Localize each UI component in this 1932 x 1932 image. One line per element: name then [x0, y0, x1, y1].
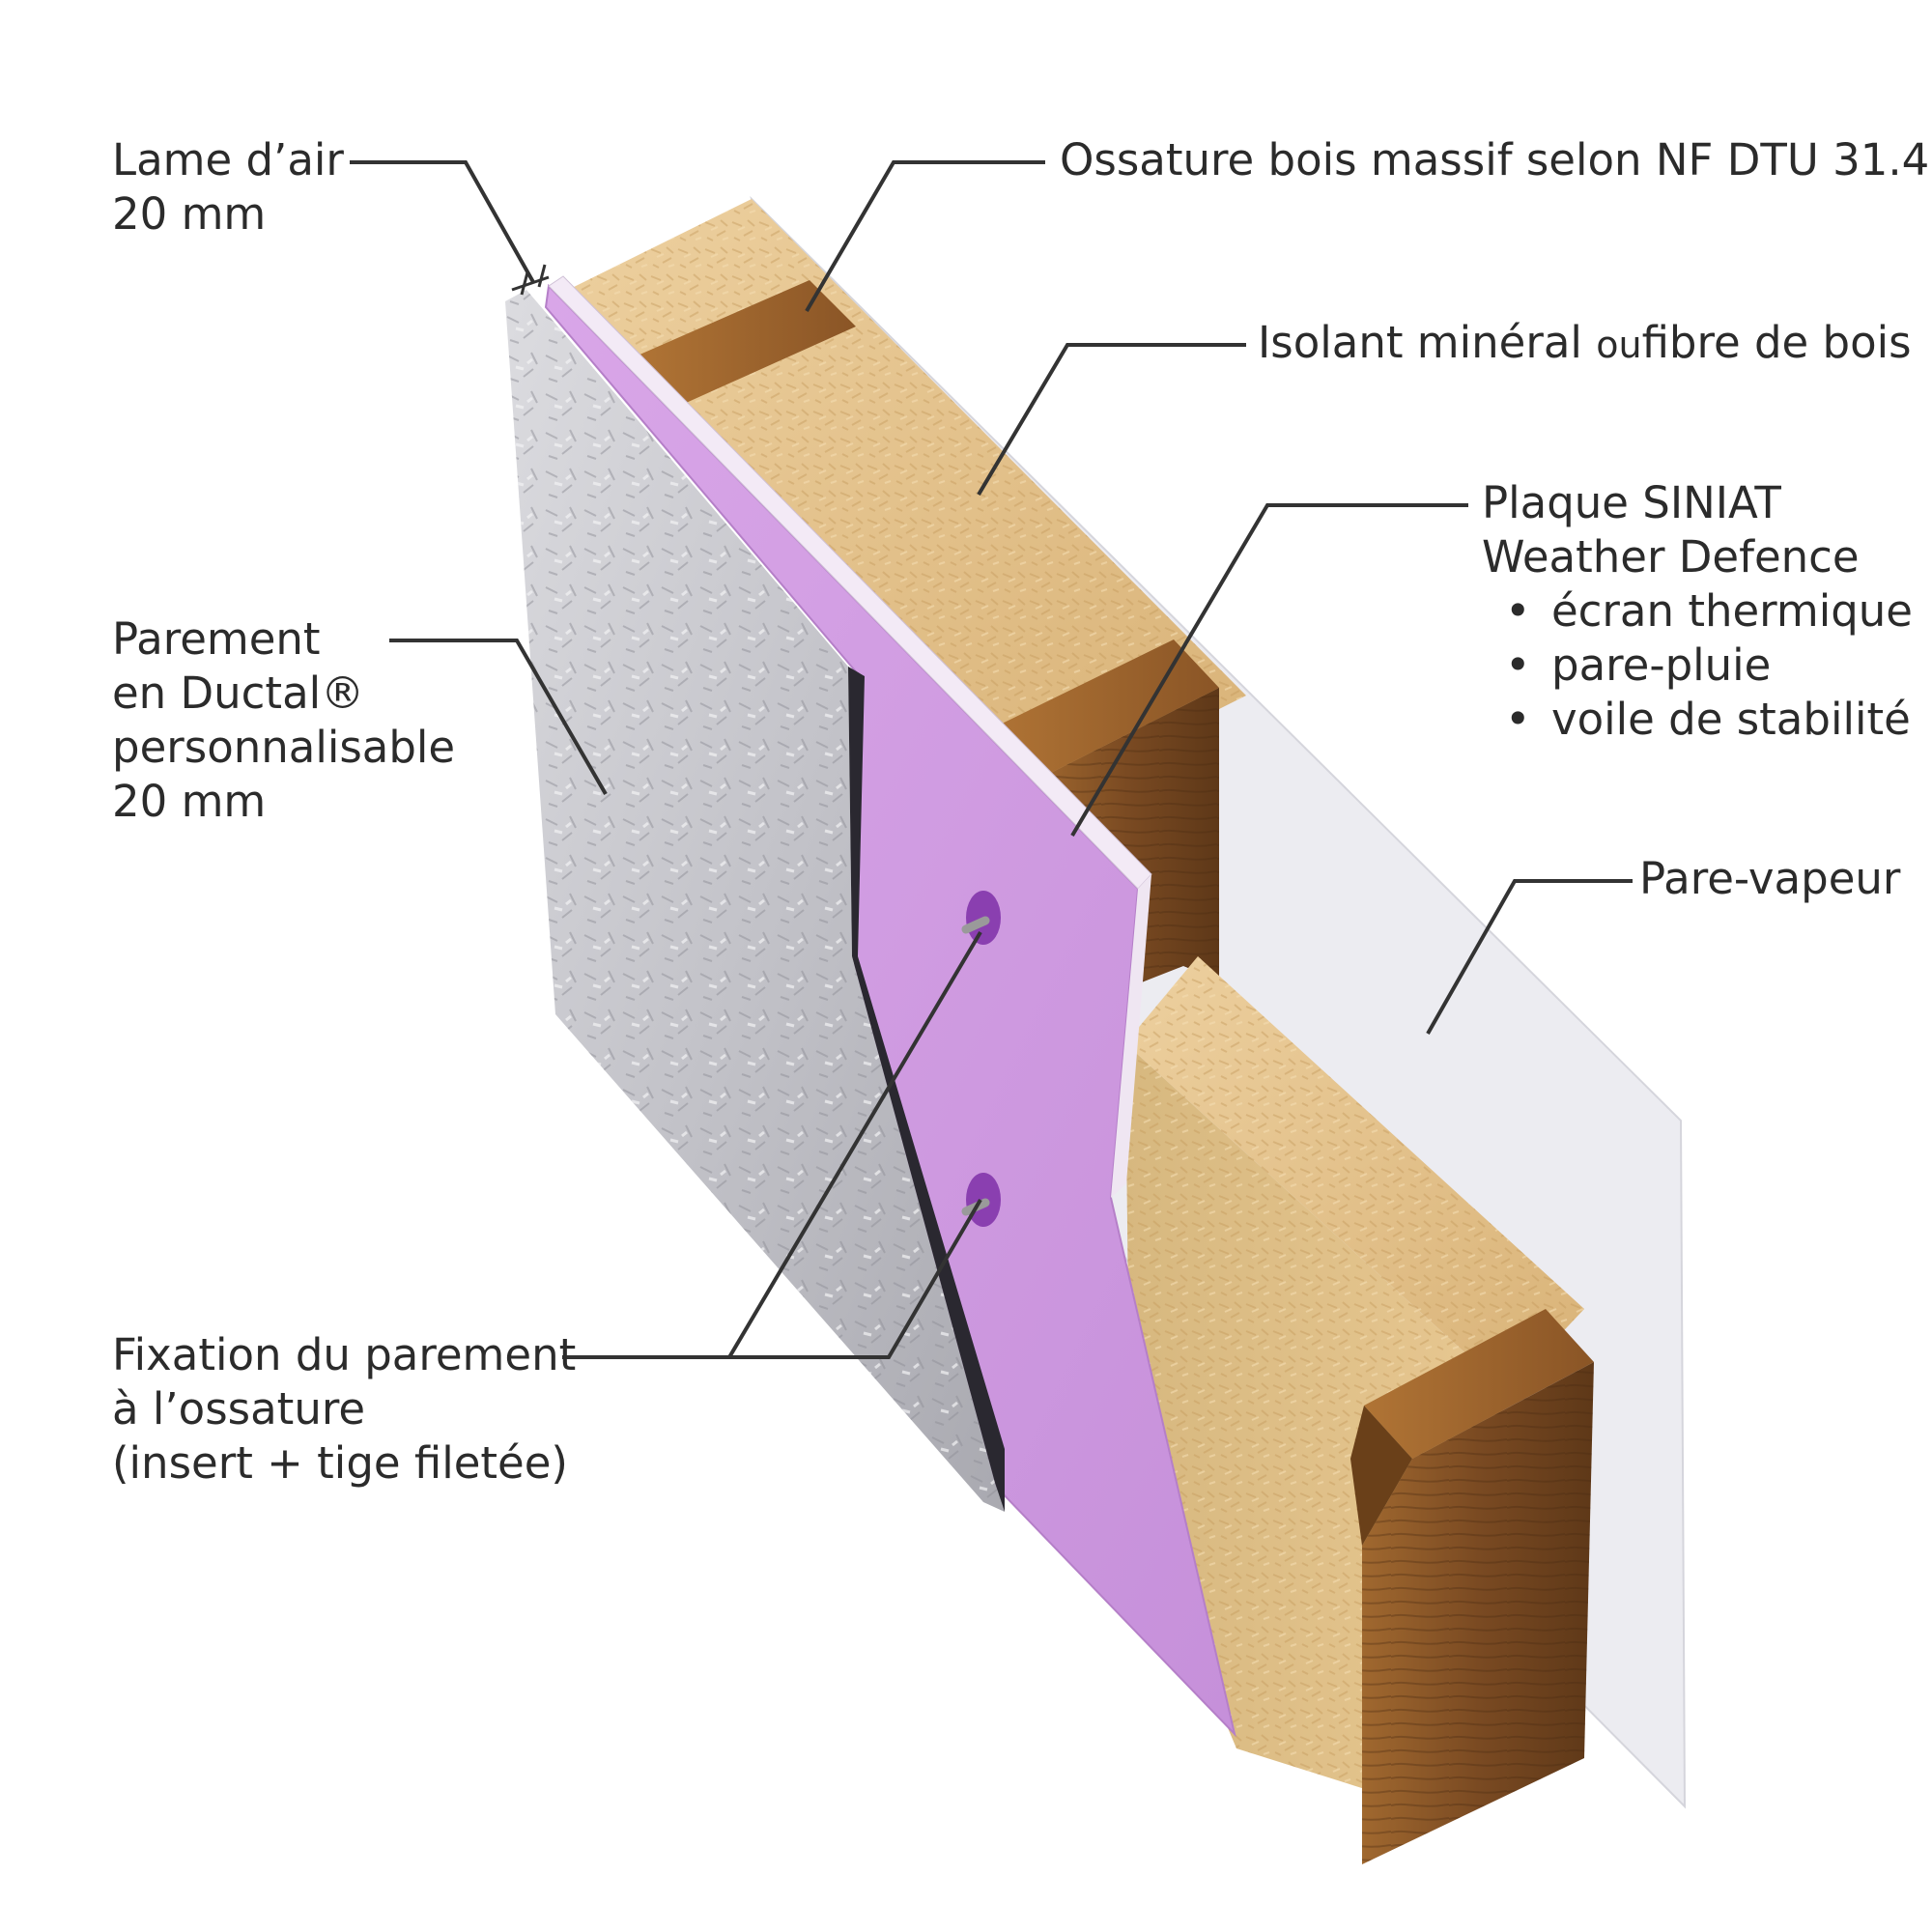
label-parement-line4: 20 mm	[112, 776, 267, 827]
leader-plaque	[1070, 503, 1468, 838]
label-fixation-line3: (insert + tige filetée)	[112, 1437, 568, 1489]
leader-parement	[389, 639, 608, 796]
leader-isolant	[977, 343, 1246, 497]
label-isolant: Isolant minéral oufibre de bois	[1258, 316, 1912, 372]
fastener-upper	[961, 891, 1001, 945]
leader-ossature	[805, 160, 1045, 313]
label-parement-line1: Parement	[112, 613, 321, 665]
label-plaque-bullets: écran thermique pare-pluie voile de stab…	[1482, 584, 1913, 747]
timber-stud-top	[638, 280, 856, 404]
leader-pare-vapeur	[1426, 879, 1633, 1035]
label-isolant-connector: ou	[1596, 324, 1642, 366]
label-ossature-text: Ossature bois massif selon NF DTU 31.4	[1060, 134, 1930, 185]
timber-stud-lower-top	[1364, 1309, 1594, 1459]
label-isolant-part2: fibre de bois	[1641, 317, 1912, 368]
label-plaque-line2: Weather Defence	[1482, 531, 1860, 582]
label-parement: Parement en Ductal® personnalisable 20 m…	[112, 612, 455, 829]
ductal-panel-edge	[848, 667, 1005, 1512]
label-pare-vapeur: Pare-vapeur	[1639, 852, 1900, 906]
label-plaque: Plaque SINIAT Weather Defence écran ther…	[1482, 476, 1913, 747]
label-parement-line2: en Ductal®	[112, 668, 365, 719]
timber-stud-lower-end	[1350, 1406, 1412, 1546]
label-plaque-bullet: voile de stabilité	[1482, 693, 1913, 747]
air-gap-dimension	[511, 264, 550, 296]
label-fixation-line2: à l’ossature	[112, 1383, 366, 1435]
label-pare-vapeur-text: Pare-vapeur	[1639, 853, 1901, 904]
timber-stud-mid-top	[990, 639, 1219, 781]
label-lame-air-line1: Lame d’air	[112, 134, 344, 185]
label-lame-air-line2: 20 mm	[112, 188, 267, 240]
label-plaque-bullet: écran thermique	[1482, 584, 1913, 639]
leader-fixation-upper	[727, 930, 982, 1359]
label-plaque-bullet: pare-pluie	[1482, 639, 1913, 693]
label-parement-line3: personnalisable	[112, 722, 456, 773]
label-ossature: Ossature bois massif selon NF DTU 31.4	[1060, 133, 1929, 187]
label-isolant-part1: Isolant minéral	[1258, 317, 1582, 368]
leader-fixation	[562, 1198, 982, 1359]
label-fixation: Fixation du parement à l’ossature (inser…	[112, 1328, 576, 1491]
label-plaque-line1: Plaque SINIAT	[1482, 477, 1781, 528]
label-lame-air: Lame d’air 20 mm	[112, 133, 344, 242]
label-fixation-line1: Fixation du parement	[112, 1329, 577, 1380]
leader-lame-air	[350, 160, 535, 283]
